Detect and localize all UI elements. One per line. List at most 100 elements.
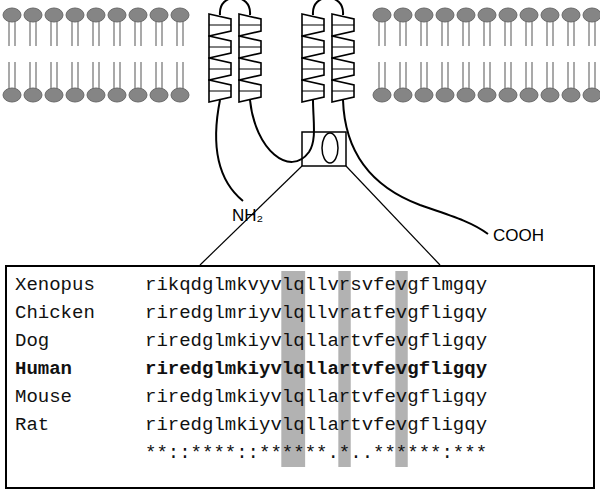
lipid-head	[520, 8, 538, 22]
helix-turn	[239, 36, 261, 58]
conservation-line: **::****::******.*..******:***	[145, 441, 487, 465]
helix-turn	[332, 58, 354, 80]
lipid-tail	[134, 62, 136, 90]
lipid-tail	[77, 62, 79, 90]
lipid-tail	[182, 62, 184, 90]
lipid-head	[415, 8, 433, 22]
helix-turn	[239, 14, 261, 36]
lipid-tail	[426, 62, 428, 90]
sequence: riredglmriyvlqllvratfevgfligqy	[145, 301, 487, 325]
lipid-head	[66, 88, 84, 102]
helix-stripe	[332, 91, 354, 92]
sequence: riredglmkiyvlqllartvfevgfligqy	[145, 413, 487, 437]
lipid-tail	[594, 20, 596, 46]
lipid-tail	[98, 62, 100, 90]
lipid-tail	[14, 20, 16, 46]
lipid-tail	[35, 20, 37, 46]
lipid-head	[541, 8, 559, 22]
species-name-text: Xenopus	[15, 274, 95, 296]
lipid-tail	[182, 20, 184, 46]
helix-stripe	[239, 69, 261, 70]
lipid-tail	[176, 20, 178, 46]
lipid-tail	[384, 20, 386, 46]
species-name-text: Human	[15, 358, 72, 380]
lipid-head	[171, 88, 189, 102]
lipid-tail	[384, 62, 386, 90]
helix-stripe	[332, 69, 354, 70]
lipid-tail	[462, 62, 464, 90]
species-name: Human	[15, 357, 72, 381]
helix-stripe	[302, 47, 324, 48]
lipid-tail	[468, 20, 470, 46]
lipid-tail	[35, 62, 37, 90]
sequence: riredglmkiyvlqllartvfevgfligqy	[145, 329, 487, 353]
lipid-head	[583, 88, 600, 102]
lipid-head	[499, 88, 517, 102]
lipid-tail	[113, 20, 115, 46]
lipid-tail	[504, 20, 506, 46]
lipid-tail	[462, 20, 464, 46]
lipid-head	[478, 8, 496, 22]
species-name-text: Mouse	[15, 386, 72, 408]
lipid-tail	[489, 20, 491, 46]
lipid-head	[394, 88, 412, 102]
lipid-tail	[176, 62, 178, 90]
zoom-box	[302, 132, 346, 166]
lipid-tail	[50, 20, 52, 46]
helix-turn	[302, 80, 324, 102]
lipid-tail	[92, 20, 94, 46]
lipid-tail	[155, 20, 157, 46]
helix-stripe	[209, 69, 231, 70]
helix-turn	[239, 80, 261, 102]
terminus-label: NH₂	[232, 206, 263, 226]
helix-turn	[239, 58, 261, 80]
lipid-tail	[378, 62, 380, 90]
lipid-head	[478, 88, 496, 102]
lipid-tail	[8, 62, 10, 90]
lipid-head	[66, 8, 84, 22]
lipid-tail	[161, 20, 163, 46]
protein-loop	[220, 0, 250, 15]
lipid-head	[45, 8, 63, 22]
helix-stripe	[239, 47, 261, 48]
lipid-tail	[567, 62, 569, 90]
lipid-tail	[588, 20, 590, 46]
lipid-tail	[567, 20, 569, 46]
species-name-text: Dog	[15, 330, 49, 352]
lipid-tail	[504, 62, 506, 90]
helix-turn	[302, 36, 324, 58]
sequence-text: **::****::******.*..******:***	[145, 442, 487, 464]
helix-turn	[209, 14, 231, 36]
lipid-tail	[405, 62, 407, 90]
lipid-head	[436, 8, 454, 22]
lipid-head	[129, 8, 147, 22]
lipid-bilayer	[3, 8, 600, 102]
protein-loop	[216, 100, 243, 201]
lipid-tail	[134, 20, 136, 46]
lipid-tail	[119, 20, 121, 46]
lipid-tail	[71, 20, 73, 46]
lipid-tail	[92, 62, 94, 90]
lipid-head	[108, 8, 126, 22]
helix-turn	[332, 14, 354, 36]
lipid-tail	[489, 62, 491, 90]
lipid-head	[150, 88, 168, 102]
lipid-tail	[468, 62, 470, 90]
helix-stripe	[332, 25, 354, 26]
lipid-head	[436, 88, 454, 102]
lipid-head	[24, 8, 42, 22]
lipid-head	[415, 88, 433, 102]
terminus-label: COOH	[493, 226, 544, 246]
helix-turn	[302, 14, 324, 36]
helix-stripe	[302, 69, 324, 70]
lipid-tail	[14, 62, 16, 90]
protein-loop	[250, 100, 314, 162]
lipid-head	[24, 88, 42, 102]
protein-loop	[313, 0, 343, 15]
lipid-tail	[113, 62, 115, 90]
lipid-tail	[573, 20, 575, 46]
lipid-tail	[140, 20, 142, 46]
sequence-text: riredglmkiyvlqllartvfevgfligqy	[145, 386, 487, 408]
lipid-tail	[405, 20, 407, 46]
lipid-head	[373, 8, 391, 22]
